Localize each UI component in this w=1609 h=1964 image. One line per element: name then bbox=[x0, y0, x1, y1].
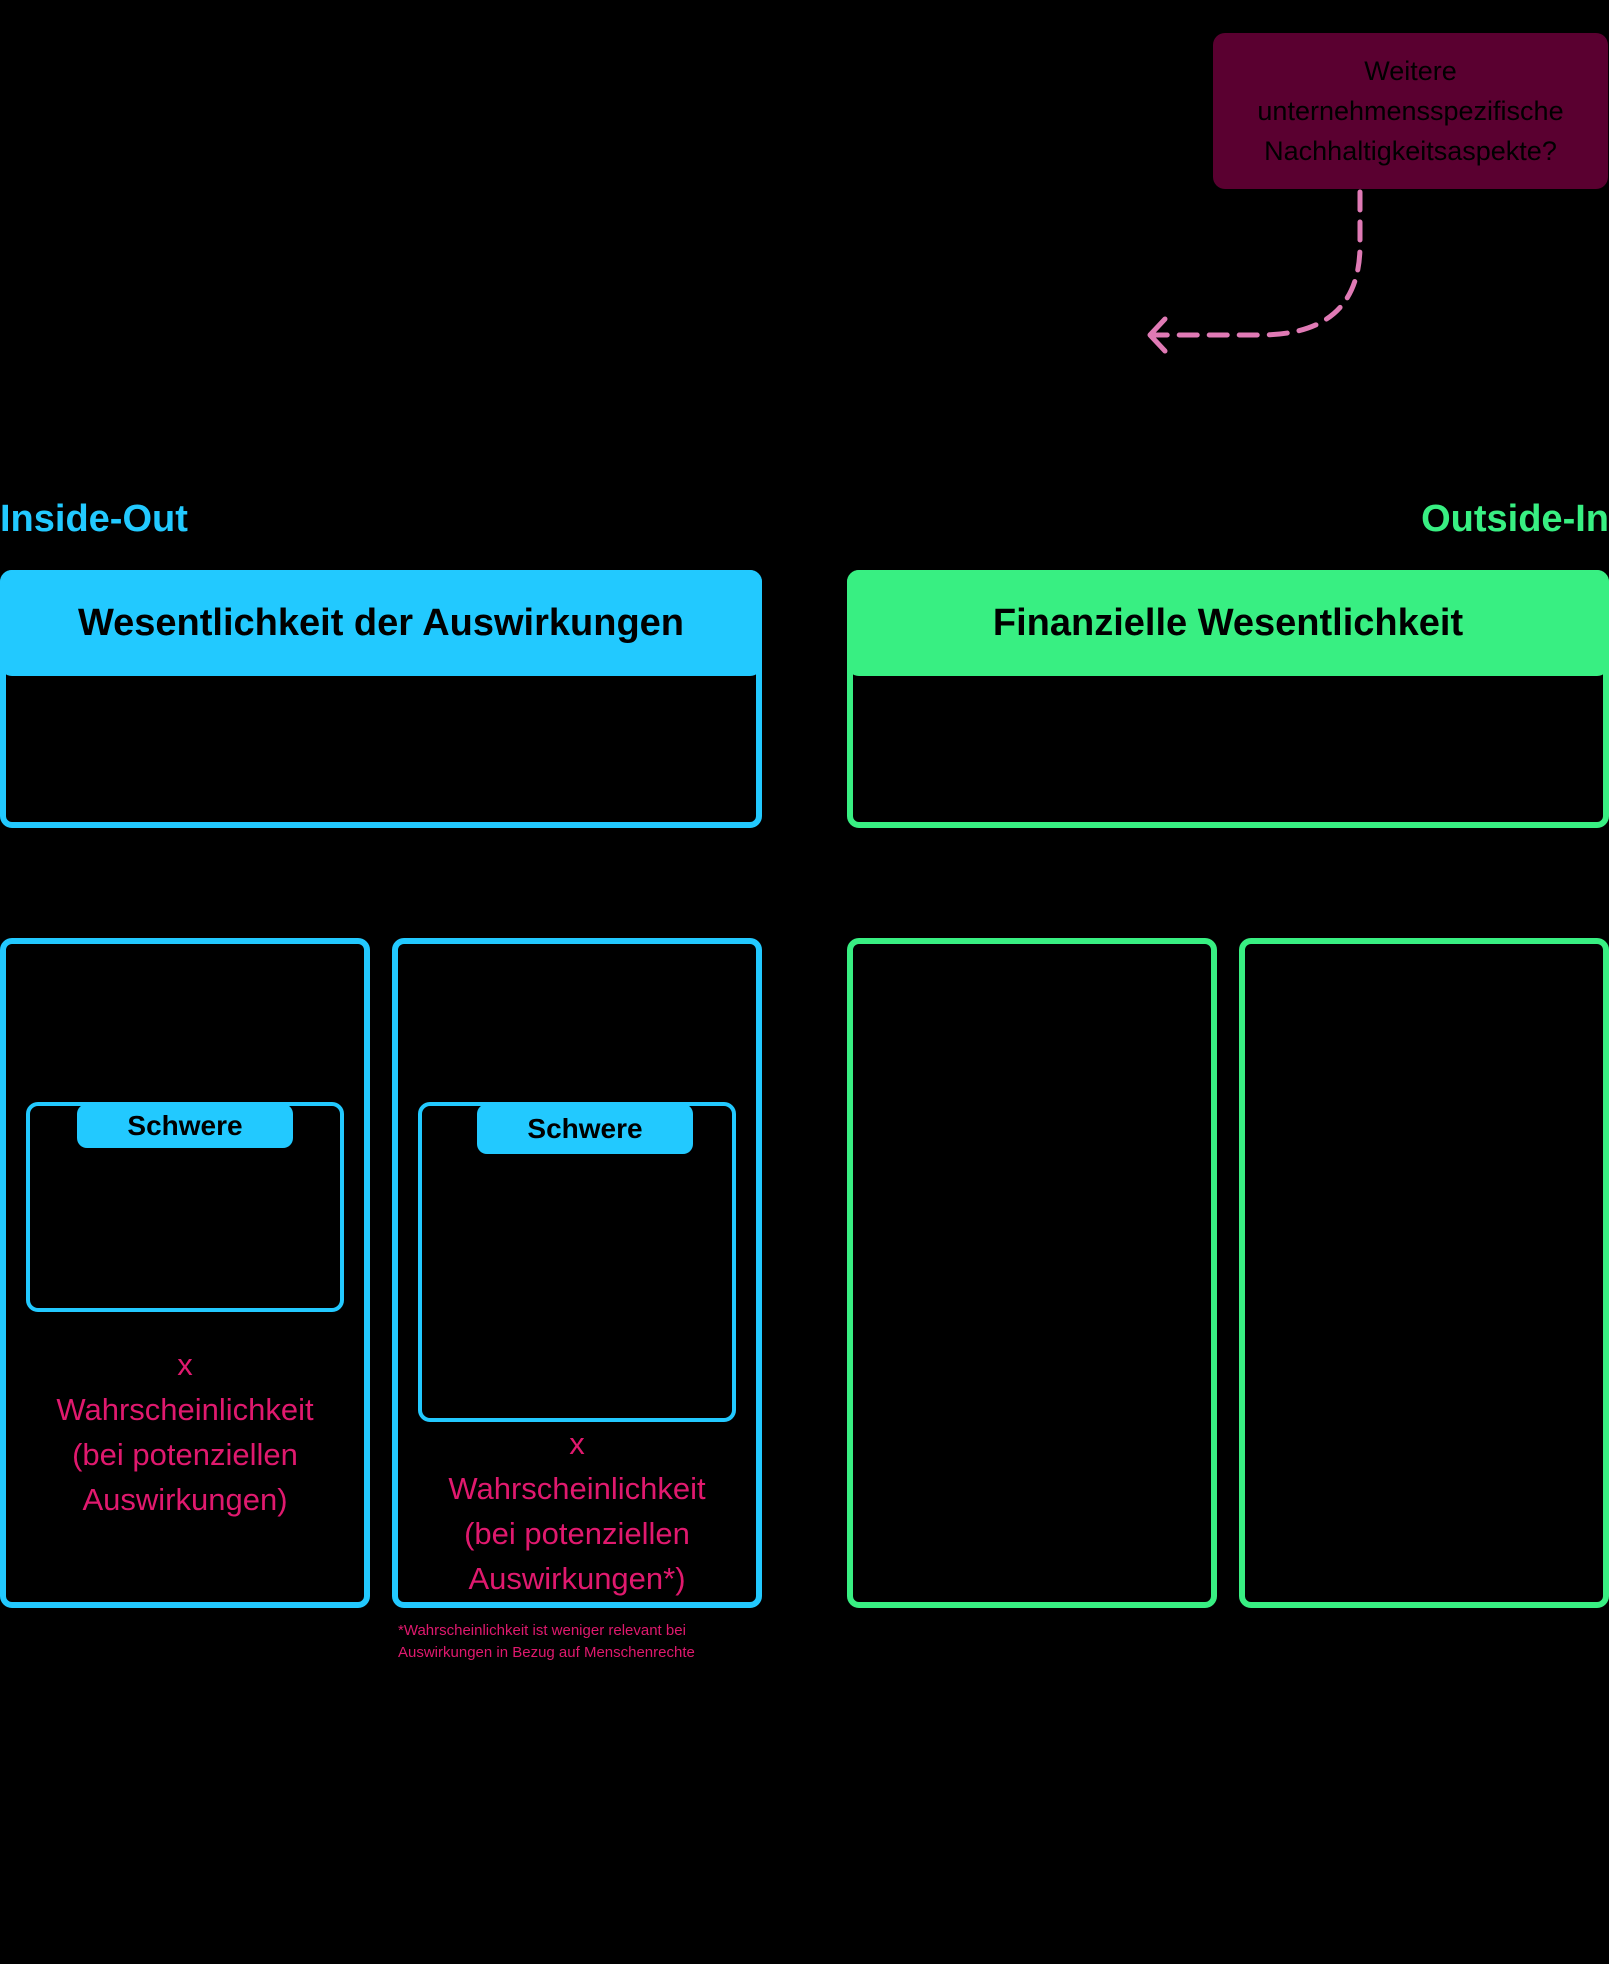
severity-tag-2-label: Schwere bbox=[527, 1113, 643, 1144]
arrow-head-icon bbox=[1147, 316, 1168, 354]
financial-materiality-header: Finanzielle Wesentlichkeit bbox=[847, 570, 1609, 676]
outside-in-label: Outside-In bbox=[1421, 498, 1609, 540]
severity-tag-1: Schwere bbox=[77, 1104, 293, 1148]
impact-column-2 bbox=[392, 938, 762, 1608]
likelihood-text-2: x Wahrscheinlichkeit (bei potenziellen A… bbox=[398, 1421, 756, 1601]
impact-materiality-header: Wesentlichkeit der Auswirkungen bbox=[0, 570, 762, 676]
financial-materiality-title: Finanzielle Wesentlichkeit bbox=[992, 601, 1464, 644]
likelihood-1-line-2: (bei potenziellen bbox=[72, 1437, 298, 1472]
financial-column-1 bbox=[847, 938, 1217, 1608]
footnote-line-1: *Wahrscheinlichkeit ist weniger relevant… bbox=[398, 1622, 686, 1639]
note-box: Weitere unternehmensspezifische Nachhalt… bbox=[1213, 33, 1608, 189]
likelihood-2-line-2: (bei potenziellen bbox=[464, 1516, 690, 1551]
likelihood-text-1: x Wahrscheinlichkeit (bei potenziellen A… bbox=[6, 1342, 364, 1522]
operator-2: x bbox=[569, 1426, 585, 1461]
financial-column-2 bbox=[1239, 938, 1609, 1608]
note-line-2: unternehmensspezifische bbox=[1257, 96, 1564, 126]
likelihood-1-line-3: Auswirkungen) bbox=[82, 1482, 288, 1517]
note-line-3: Nachhaltigkeitsaspekte? bbox=[1264, 136, 1557, 166]
note-line-1: Weitere bbox=[1364, 56, 1457, 86]
impact-column-1 bbox=[0, 938, 370, 1608]
footnote: *Wahrscheinlichkeit ist weniger relevant… bbox=[398, 1620, 778, 1664]
impact-materiality-title: Wesentlichkeit der Auswirkungen bbox=[77, 601, 685, 644]
dashed-arrow bbox=[1147, 189, 1363, 354]
likelihood-2-line-3: Auswirkungen*) bbox=[468, 1561, 686, 1596]
severity-tag-1-label: Schwere bbox=[127, 1110, 243, 1141]
likelihood-1-line-1: Wahrscheinlichkeit bbox=[56, 1392, 314, 1427]
footnote-line-2: Auswirkungen in Bezug auf Menschenrechte bbox=[398, 1644, 695, 1661]
inside-out-label: Inside-Out bbox=[0, 498, 188, 540]
operator-1: x bbox=[177, 1347, 193, 1382]
severity-tag-2: Schwere bbox=[477, 1104, 693, 1154]
dashed-arrow-path bbox=[1152, 189, 1363, 338]
likelihood-2-line-1: Wahrscheinlichkeit bbox=[448, 1471, 706, 1506]
